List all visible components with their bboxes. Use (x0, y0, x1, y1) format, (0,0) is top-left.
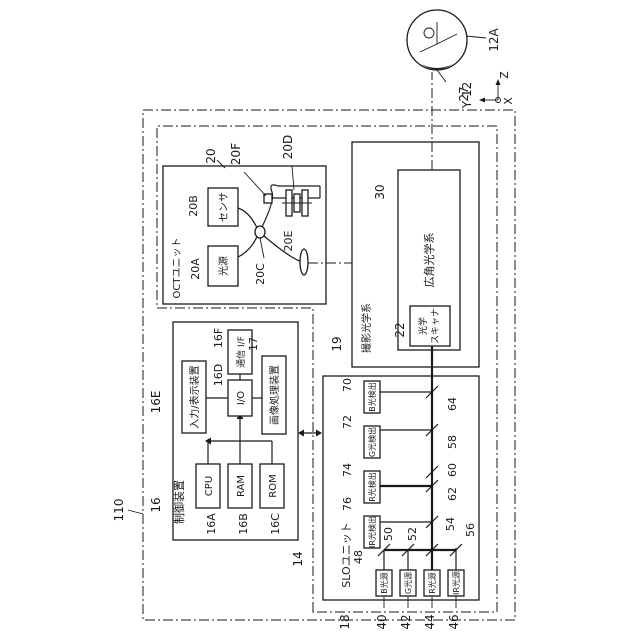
optical-scanner-label-2: スキャナ (430, 308, 441, 344)
g-source-label: G光源 (403, 572, 413, 594)
label-17: 17 (247, 337, 260, 351)
label-16A: 16A (205, 513, 218, 535)
cpu-label: CPU (204, 476, 215, 496)
label-12A: 12A (487, 27, 501, 51)
label-16F: 16F (212, 328, 225, 348)
label-16D: 16D (212, 364, 225, 386)
leader-12A (466, 36, 486, 38)
leader-110 (128, 510, 143, 514)
label-16E: 16E (149, 391, 163, 414)
imaging-optics-title: 撮影光学系 (360, 303, 373, 353)
label-20A: 20A (189, 258, 202, 280)
label-70: 70 (341, 378, 354, 392)
axis-indicator (479, 79, 501, 103)
optical-scanner-box (410, 306, 450, 346)
label-58: 58 (446, 435, 459, 449)
label-19: 19 (330, 336, 344, 351)
label-axis-z: Z (498, 71, 511, 79)
label-22: 22 (393, 322, 407, 337)
label-20: 20 (204, 148, 218, 163)
b-source-label: B光源 (379, 572, 389, 594)
label-44: 44 (423, 614, 437, 629)
label-50: 50 (382, 527, 395, 541)
label-16C: 16C (269, 513, 282, 535)
ram-label: RAM (236, 475, 247, 497)
control-slo-arrow-left (298, 430, 304, 437)
g-detect-label: G光検出 (367, 427, 377, 457)
label-76: 76 (341, 497, 354, 511)
label-20C: 20C (254, 263, 267, 285)
axis-y-arrowhead (479, 98, 485, 103)
b-detect-label: B光検出 (367, 382, 377, 412)
label-54: 54 (444, 517, 457, 531)
label-56: 56 (464, 523, 477, 537)
label-40: 40 (375, 614, 389, 629)
wide-angle-optics-label: 広角光学系 (422, 233, 436, 288)
ir-detect-label: IR光検出 (367, 516, 377, 548)
oct-unit-title: OCTユニット (172, 238, 183, 299)
control-slo-arrow-right (316, 430, 322, 437)
light-source-label: 光源 (217, 256, 230, 276)
label-46: 46 (447, 614, 461, 629)
oct-unit-box (163, 166, 326, 304)
eye (407, 10, 486, 82)
label-74: 74 (341, 463, 354, 477)
label-14: 14 (291, 551, 305, 566)
label-16B: 16B (237, 513, 250, 535)
label-Y12: Y 12 (460, 82, 474, 109)
label-30: 30 (373, 184, 387, 199)
label-20E: 20E (282, 230, 295, 251)
comm-if-label: 通信 I/F (235, 336, 247, 368)
r-detect-label: R光検出 (367, 472, 377, 502)
oct-lens-20E (300, 249, 308, 275)
label-42: 42 (399, 614, 413, 629)
label-20D: 20D (281, 135, 295, 160)
image-proc-label: 画像処理装置 (268, 365, 281, 425)
label-62: 62 (446, 487, 459, 501)
axis-z-arrowhead (496, 79, 501, 85)
fiber-coupler-20C (255, 226, 265, 238)
leader-27 (437, 70, 446, 82)
label-64: 64 (446, 397, 459, 411)
control-device-title: 制御装置 (172, 480, 186, 524)
label-20F: 20F (229, 143, 243, 165)
r-source-label: R光源 (427, 572, 437, 594)
label-110: 110 (112, 499, 126, 522)
rom-label: ROM (268, 474, 279, 497)
input-display-label: 入力/表示装置 (188, 365, 201, 428)
label-60: 60 (446, 463, 459, 477)
label-16: 16 (149, 497, 163, 512)
label-18: 18 (338, 614, 352, 629)
label-axis-x: X (502, 97, 515, 105)
sensor-label: センサ (218, 192, 230, 222)
io-label: I/O (236, 391, 247, 405)
ir-source-label: IR光源 (451, 571, 461, 595)
label-20B: 20B (187, 195, 200, 217)
label-48: 48 (352, 550, 365, 564)
label-72: 72 (341, 415, 354, 429)
optical-scanner-label-1: 光学 (417, 317, 429, 335)
label-12: 12 (460, 82, 474, 97)
label-52: 52 (406, 527, 419, 541)
